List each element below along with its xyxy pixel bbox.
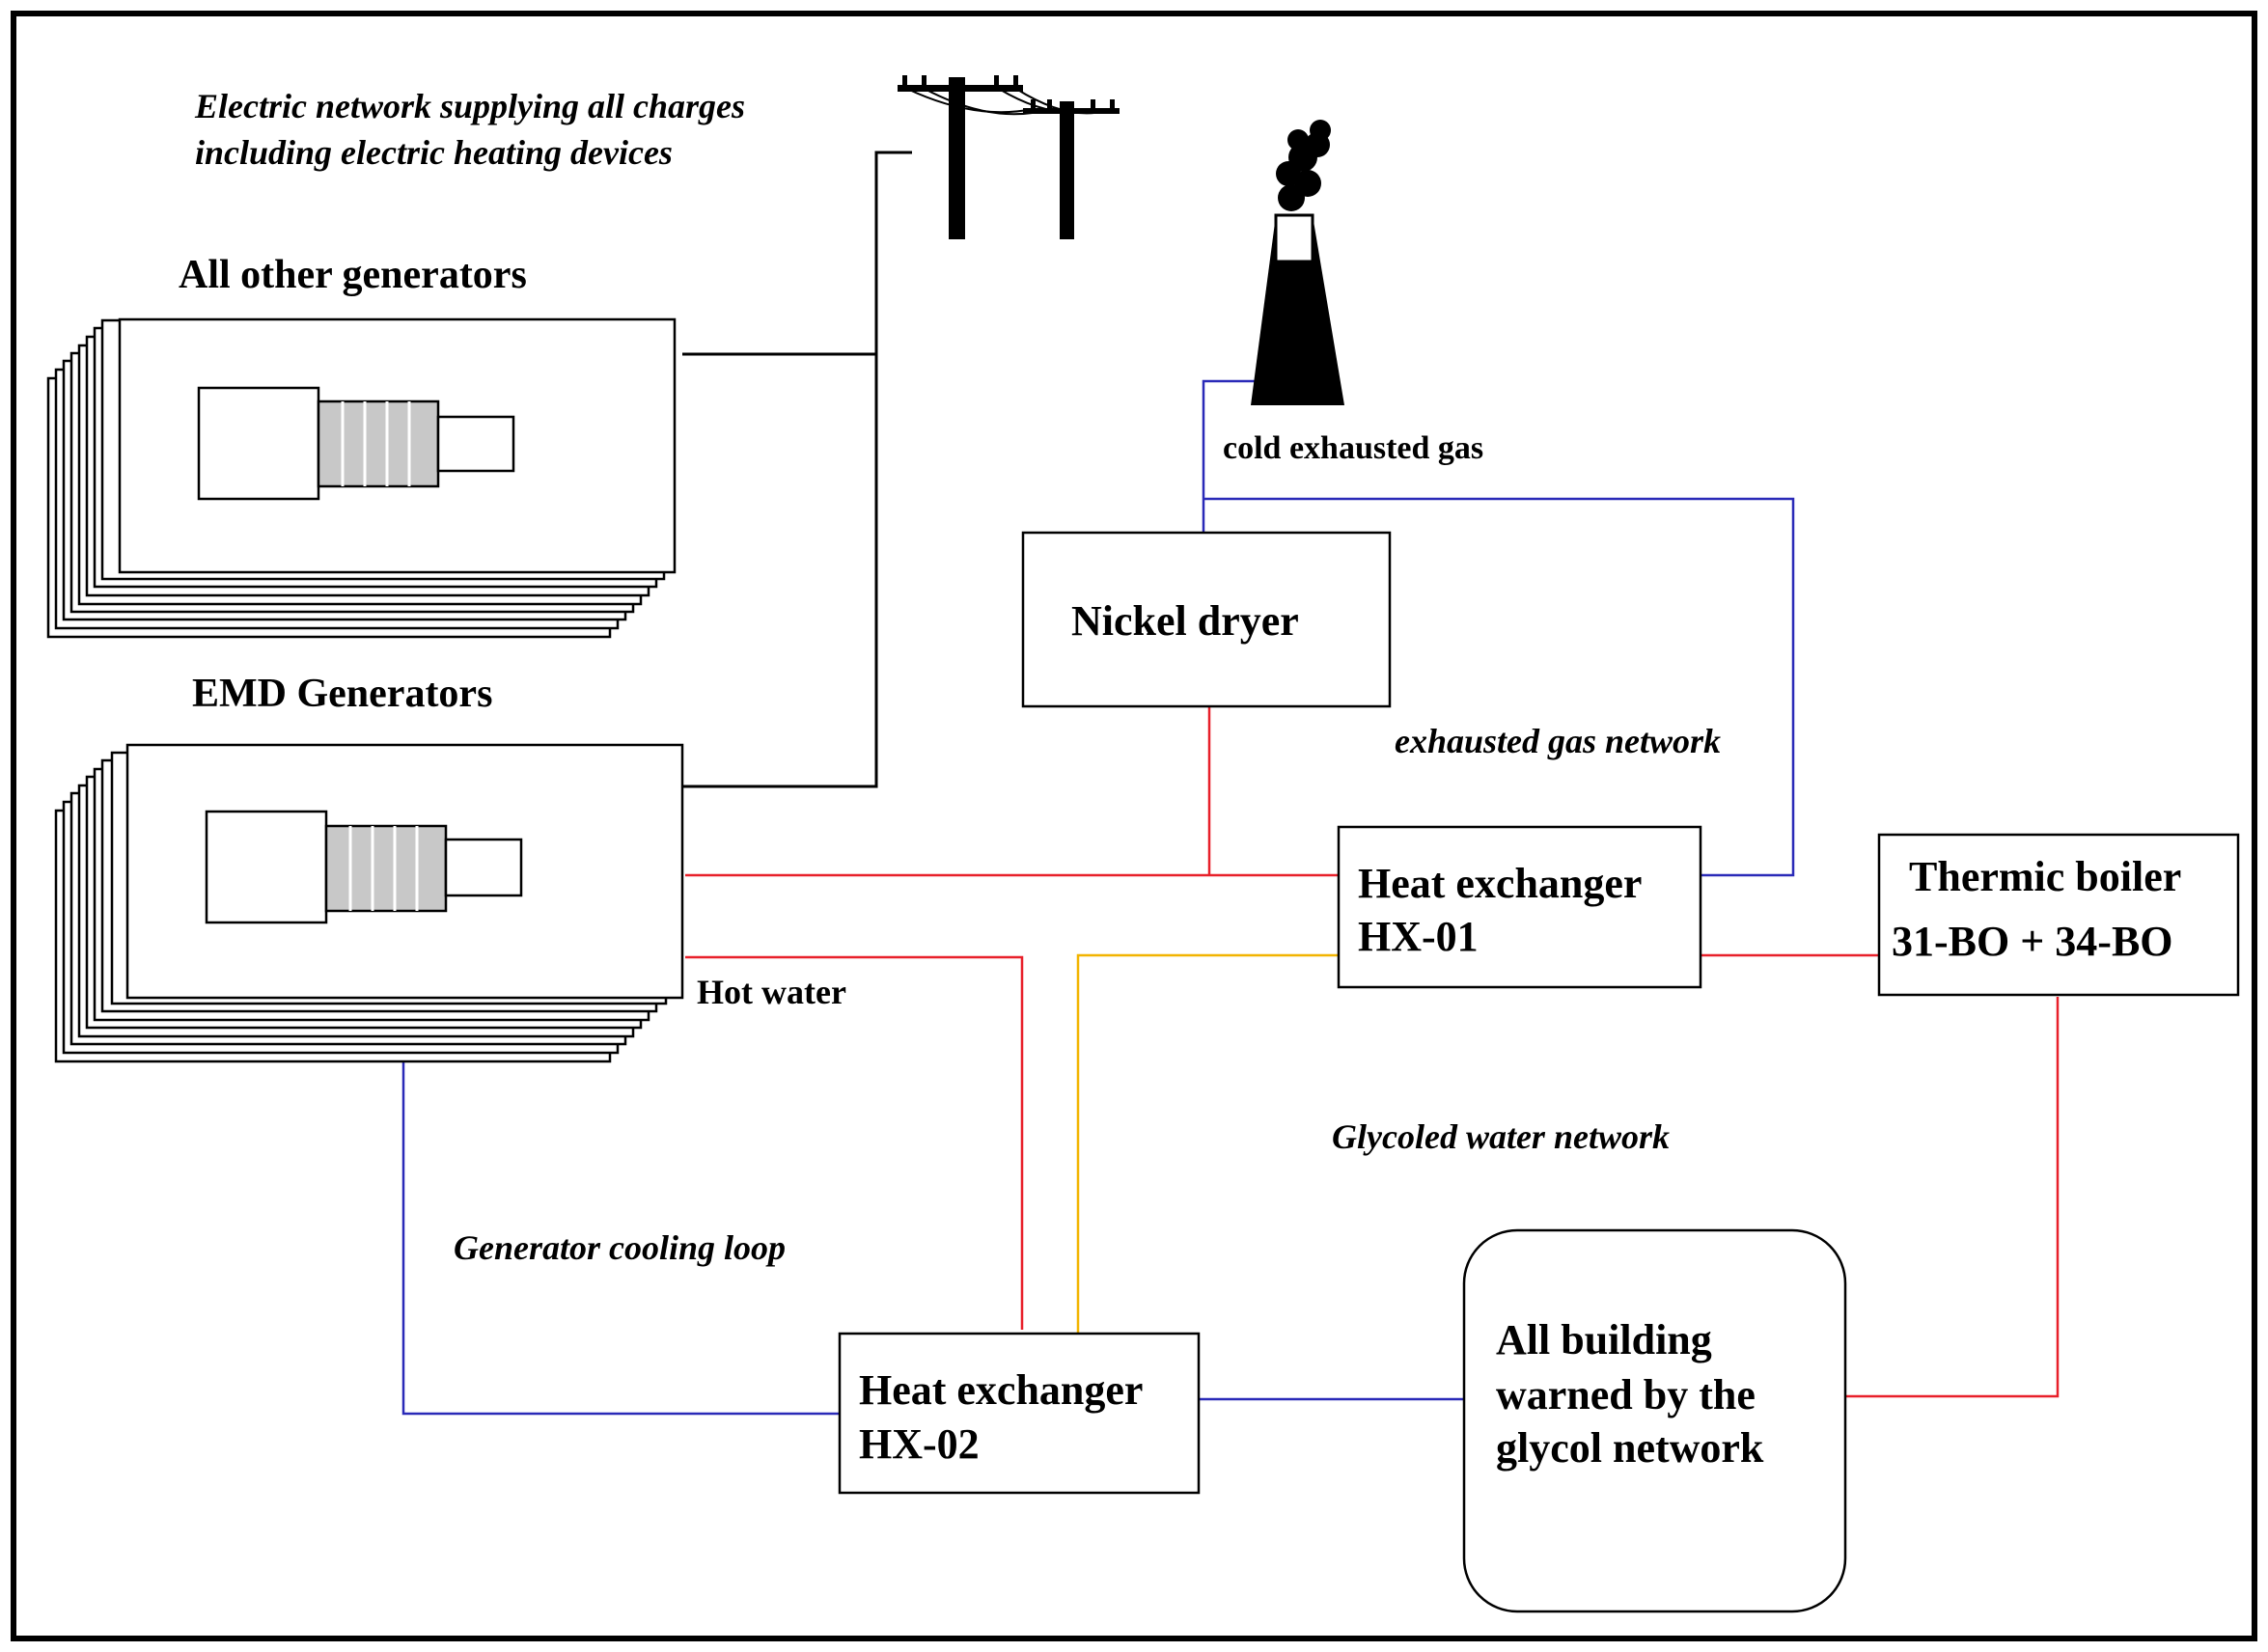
boiler-label-line2: 31-BO + 34-BO	[1892, 918, 2173, 965]
building-label-line2: warned by the	[1496, 1371, 1756, 1418]
chimney-icon	[1251, 120, 1344, 405]
hx02-label-line1: Heat exchanger	[859, 1366, 1143, 1414]
all-other-generators-stack	[46, 317, 677, 639]
hot-water-lines	[685, 706, 2060, 1398]
hx02-label-line2: HX-02	[859, 1420, 980, 1468]
hx01-label-line1: Heat exchanger	[1358, 860, 1642, 907]
cold-exhausted-gas-label: cold exhausted gas	[1223, 430, 1483, 466]
exhaust-gas-lines	[1202, 379, 1795, 877]
diagram-frame	[11, 11, 2257, 1641]
power-poles-icon	[898, 75, 1120, 239]
all-other-generators-title: All other generators	[179, 253, 527, 297]
hot-water-label: Hot water	[697, 973, 846, 1011]
heat-exchanger-hx02-box	[838, 1332, 1201, 1495]
electric-network-lines	[682, 151, 912, 788]
electric-network-label-line1: Electric network supplying all charges	[194, 87, 745, 125]
boiler-label-line1: Thermic boiler	[1909, 853, 2181, 900]
thermic-boiler-box	[1877, 833, 2240, 997]
nickel-dryer-label: Nickel dryer	[1071, 597, 1299, 645]
all-other-generators-machine-icon	[197, 386, 515, 501]
emd-generators-title: EMD Generators	[192, 672, 492, 716]
hx01-label-line2: HX-01	[1358, 913, 1479, 960]
emd-generators-machine-icon	[205, 810, 523, 924]
electric-network-label-line2: including electric heating devices	[195, 133, 673, 172]
generator-cooling-loop-label: Generator cooling loop	[454, 1228, 786, 1267]
building-box	[1462, 1228, 1847, 1613]
cooling-loop-lines	[401, 1028, 1464, 1416]
glycoled-water-network-label: Glycoled water network	[1332, 1117, 1670, 1156]
exhausted-gas-network-label: exhausted gas network	[1395, 722, 1721, 760]
building-label-line1: All building	[1496, 1316, 1712, 1363]
heat-exchanger-hx01-box	[1337, 825, 1702, 989]
nickel-dryer-box	[1021, 531, 1392, 708]
building-label-line3: glycol network	[1496, 1424, 1764, 1472]
glycol-lines	[1076, 953, 1339, 1334]
